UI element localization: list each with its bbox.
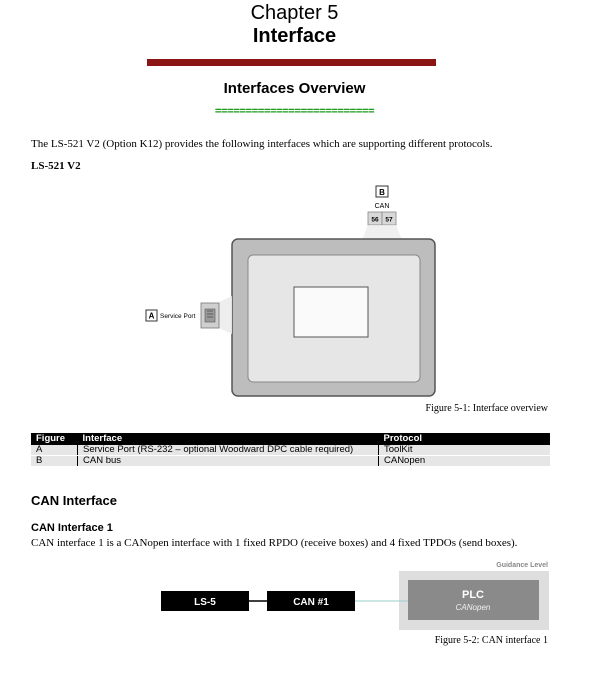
header-interface: Interface — [77, 433, 379, 445]
pin-56-label: 56 — [371, 217, 379, 224]
port-b-letter-box — [375, 185, 389, 198]
interface-table: Figure Interface Protocol A Service Port… — [31, 433, 550, 467]
header-protocol: Protocol — [378, 433, 550, 445]
can-interface-heading: CAN Interface — [31, 493, 117, 508]
intro-paragraph: The LS-521 V2 (Option K12) provides the … — [31, 138, 493, 150]
device-label: LS-521 V2 — [31, 160, 81, 172]
header-figure: Figure — [31, 433, 78, 445]
can-interface-1-description: CAN interface 1 is a CANopen interface w… — [31, 537, 518, 549]
device-display — [293, 286, 369, 338]
interface-overview-figure: B CAN 56 57 A Service Port — [145, 185, 436, 397]
node-can1-box — [267, 591, 355, 611]
row-interface: CAN bus — [77, 455, 379, 467]
service-port-socket — [204, 308, 216, 323]
table-row: B CAN bus CANopen — [31, 455, 550, 467]
section-title: Interfaces Overview — [223, 80, 366, 97]
table-header-row: Figure Interface Protocol — [31, 433, 550, 445]
figure-5-1-caption: Figure 5-1: Interface overview — [425, 403, 548, 414]
row-figure: A — [31, 445, 78, 456]
port-b-letter: B — [379, 188, 385, 197]
plc-subtitle: CANopen — [456, 603, 491, 612]
row-interface: Service Port (RS-232 – optional Woodward… — [77, 445, 379, 456]
plc-title: PLC — [462, 589, 484, 601]
port-a-letter-box — [145, 309, 158, 322]
can-interface-figure: LS-5 CAN #1 PLC CANopen — [161, 571, 549, 630]
node-ls5-label: LS-5 — [194, 597, 216, 608]
port-a-letter: A — [149, 312, 155, 321]
can-interface-1-heading: CAN Interface 1 — [31, 522, 113, 534]
row-protocol: ToolKit — [378, 445, 550, 456]
guidance-level-label: Guidance Level — [496, 562, 548, 569]
table-row: A Service Port (RS-232 – optional Woodwa… — [31, 445, 550, 456]
chapter-label: Chapter 5 — [250, 2, 339, 24]
chapter-rule — [147, 59, 436, 66]
figure-5-2-caption: Figure 5-2: CAN interface 1 — [434, 635, 548, 646]
node-can1-label: CAN #1 — [293, 597, 329, 608]
pin-57-label: 57 — [385, 217, 393, 224]
service-port-projection — [219, 296, 232, 334]
can-connector-projection — [362, 225, 402, 240]
row-protocol: CANopen — [378, 455, 550, 467]
port-b-name: CAN — [375, 203, 390, 210]
port-a-name: Service Port — [160, 313, 196, 320]
row-figure: B — [31, 455, 78, 467]
plc-box — [408, 580, 539, 620]
node-ls5-box — [161, 591, 249, 611]
chapter-title: Interface — [252, 25, 337, 47]
section-underline: ========================== — [214, 104, 375, 117]
